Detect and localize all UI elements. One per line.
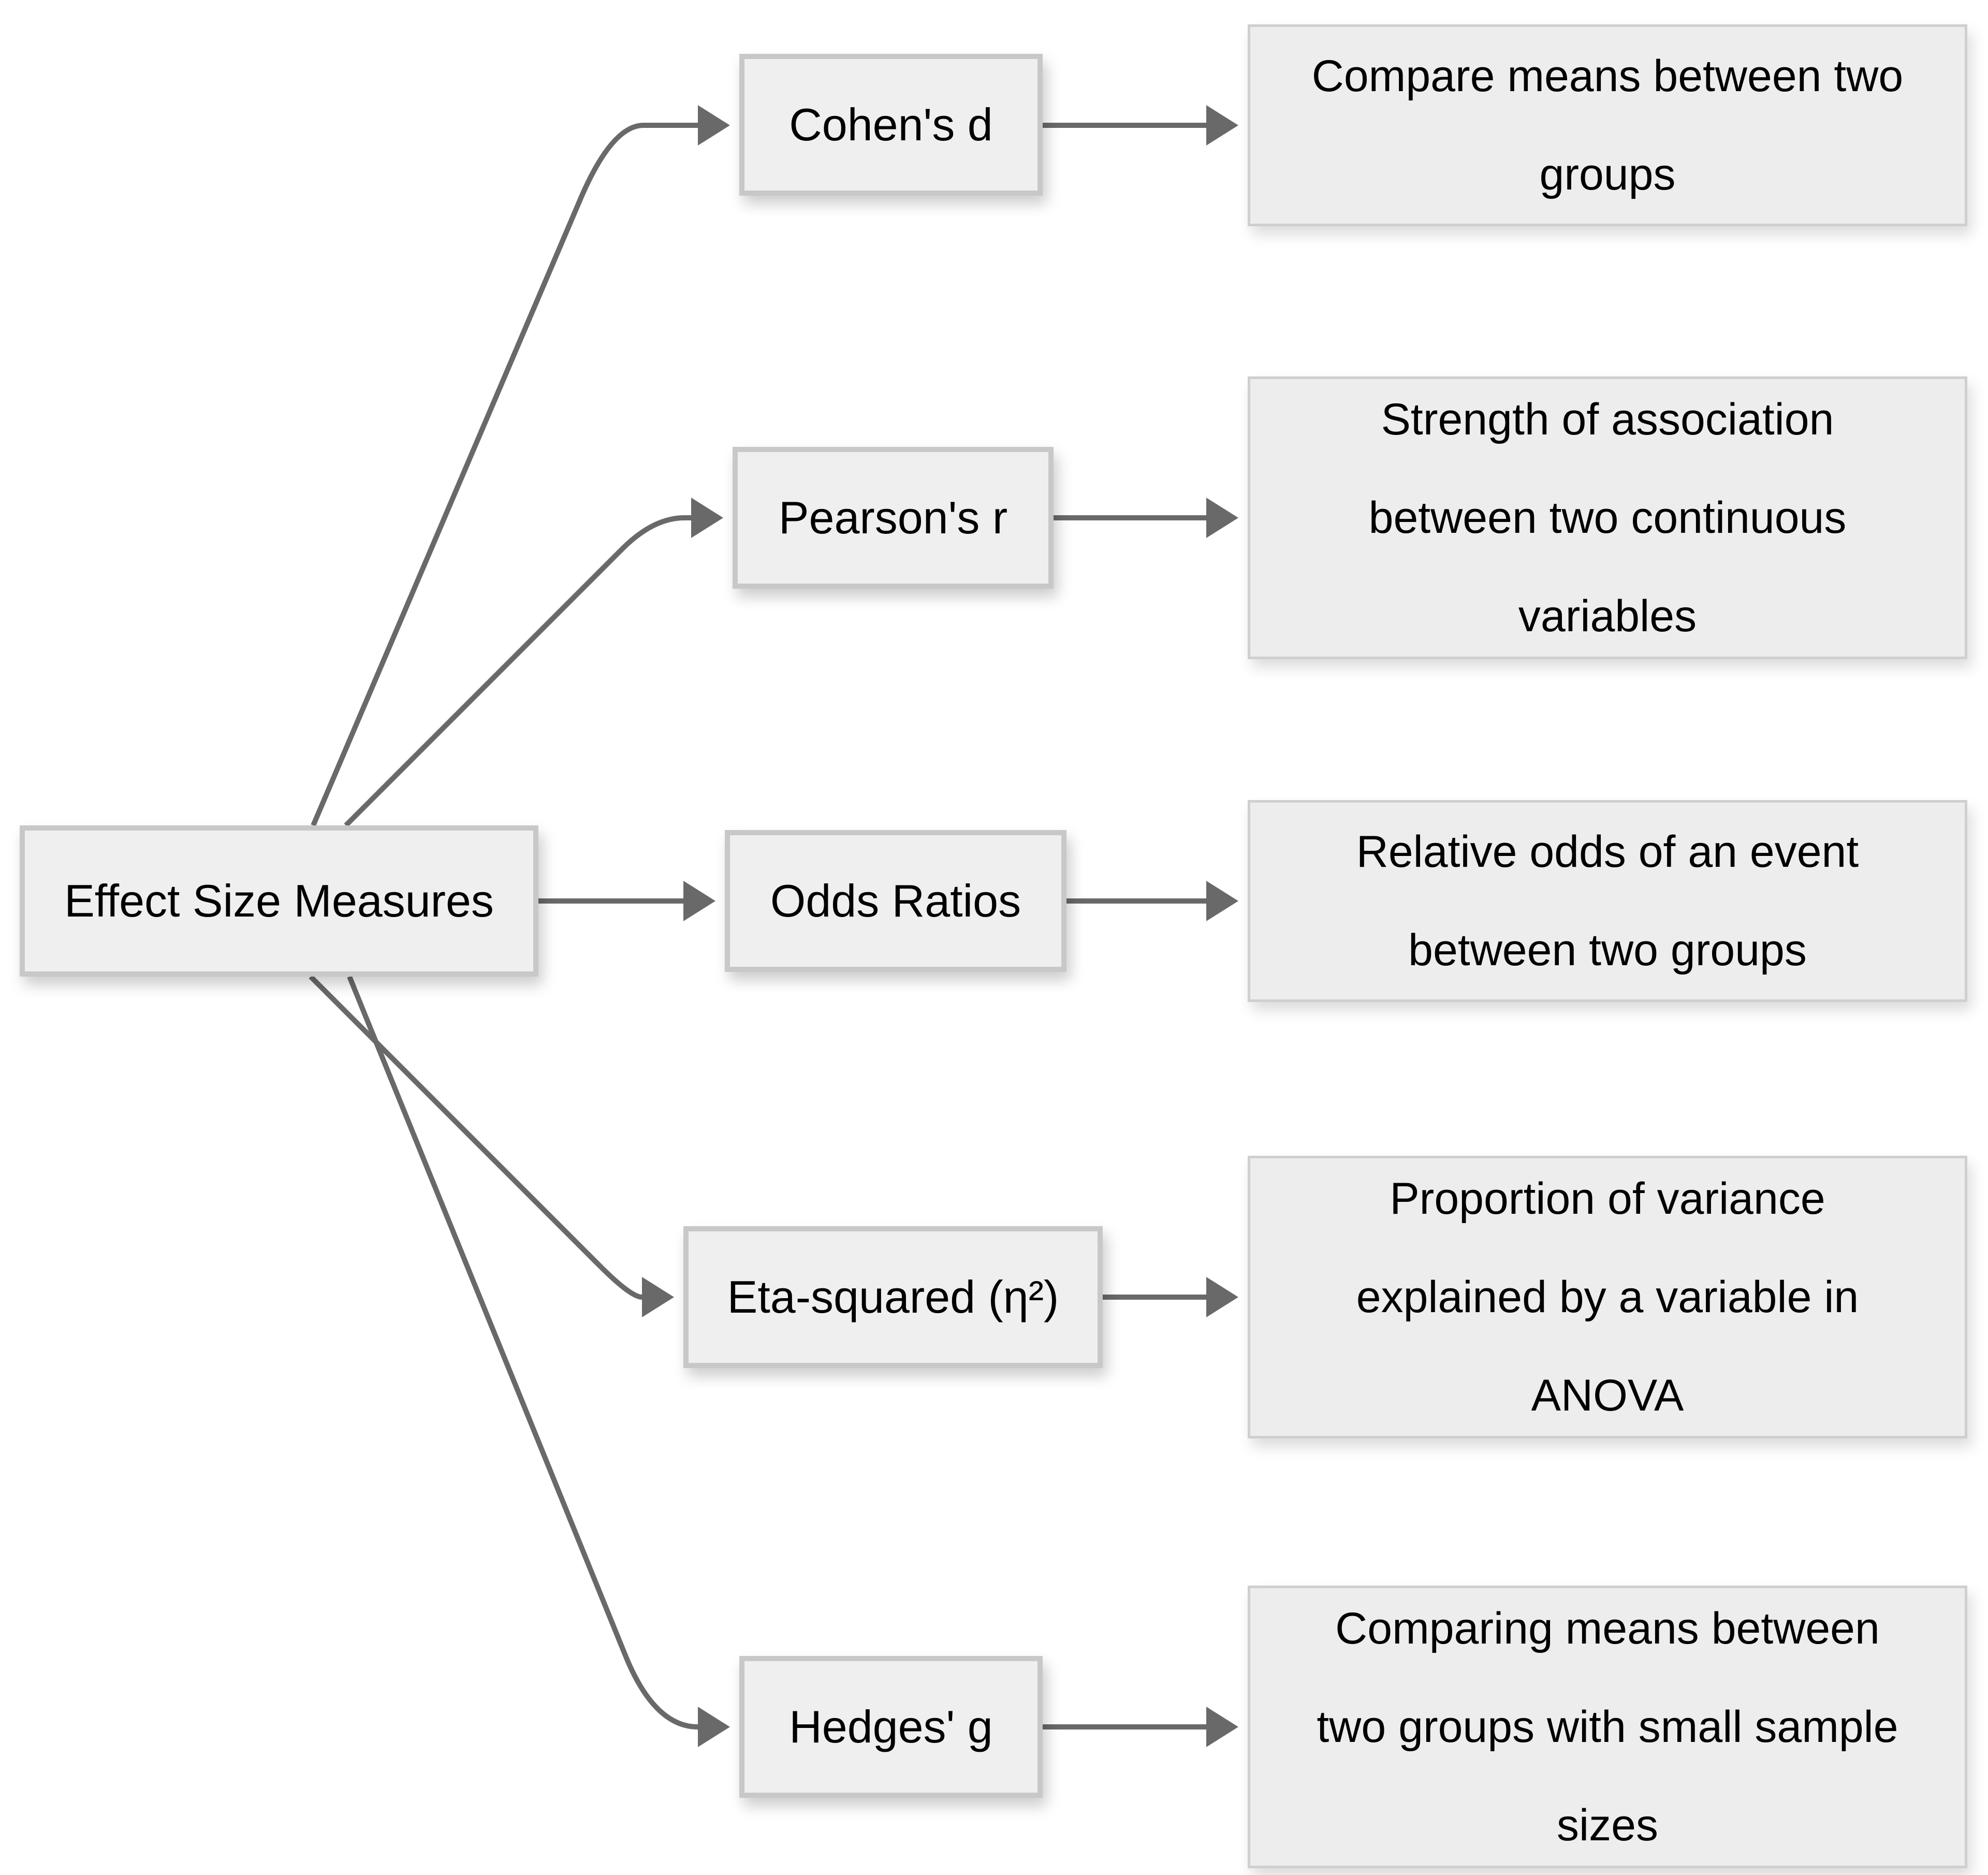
description-node-odds-ratios: Relative odds of an event between two gr… — [1248, 800, 1967, 1002]
root-node-effect-size-measures: Effect Size Measures — [20, 825, 538, 977]
description-text: Proportion of variance explained by a va… — [1356, 1174, 1859, 1420]
arrowhead-icon — [1206, 105, 1238, 146]
description-text: Strength of association between two cont… — [1368, 395, 1847, 641]
measure-node-label: Cohen's d — [789, 99, 993, 151]
description-node-pearsons-r: Strength of association between two cont… — [1248, 376, 1967, 659]
measure-node-label: Hedges' g — [789, 1701, 993, 1753]
arrowhead-icon — [1206, 1707, 1238, 1747]
edge-eta-squared-to-description — [1103, 1277, 1238, 1317]
measure-node-label: Odds Ratios — [770, 875, 1021, 927]
measure-node-hedges-g: Hedges' g — [739, 1656, 1043, 1798]
measure-node-eta-squared: Eta-squared (η²) — [683, 1226, 1103, 1368]
arrowhead-icon — [683, 881, 715, 921]
edge-hedges-g-to-description — [1043, 1707, 1238, 1747]
edge-root-to-eta-squared — [309, 975, 674, 1317]
edge-odds-ratios-to-description — [1066, 881, 1238, 921]
description-text: Relative odds of an event between two gr… — [1356, 827, 1859, 975]
arrowhead-icon — [1206, 1277, 1238, 1317]
description-node-eta-squared: Proportion of variance explained by a va… — [1248, 1156, 1967, 1438]
measure-node-label: Pearson's r — [778, 492, 1008, 544]
description-node-hedges-g: Comparing means between two groups with … — [1248, 1586, 1967, 1868]
measure-node-label: Eta-squared (η²) — [727, 1271, 1059, 1323]
arrowhead-icon — [691, 498, 723, 538]
arrowhead-icon — [698, 1707, 730, 1747]
measure-node-cohens-d: Cohen's d — [739, 54, 1043, 196]
description-text: Compare means between two groups — [1311, 51, 1904, 199]
arrowhead-icon — [642, 1277, 674, 1317]
edge-root-to-hedges-g — [347, 976, 730, 1747]
description-text: Comparing means between two groups with … — [1317, 1604, 1898, 1850]
measure-node-pearsons-r: Pearson's r — [733, 447, 1054, 589]
edge-cohens-d-to-description — [1043, 105, 1238, 146]
arrowhead-icon — [1206, 881, 1238, 921]
edge-pearsons-r-to-description — [1054, 498, 1238, 538]
description-node-cohens-d: Compare means between two groups — [1248, 24, 1967, 226]
measure-node-odds-ratios: Odds Ratios — [725, 830, 1066, 972]
arrowhead-icon — [698, 105, 730, 146]
edge-root-to-odds-ratios — [538, 881, 715, 921]
edge-root-to-cohens-d — [311, 105, 730, 826]
edge-root-to-pearsons-r — [344, 498, 723, 827]
root-node-label: Effect Size Measures — [64, 875, 494, 927]
arrowhead-icon — [1206, 498, 1238, 538]
